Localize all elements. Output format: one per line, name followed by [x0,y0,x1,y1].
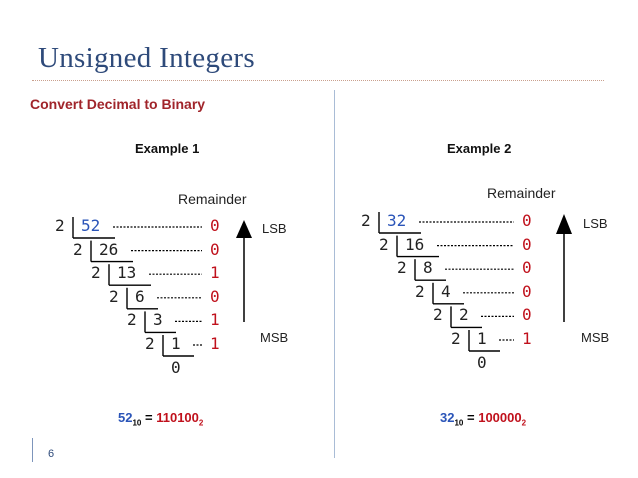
example1-divisor-4: 2 [127,310,137,330]
slide-title: Unsigned Integers [38,42,255,74]
example1-quotient-1: 26 [99,239,119,259]
footer-rule [32,438,33,462]
example2-remainder-2: 0 [522,258,532,278]
example2-remainder-label: Remainder [487,185,556,201]
example1-heading: Example 1 [135,141,200,156]
example2-remainder-1: 0 [522,234,532,254]
example1-divisor-5: 2 [145,334,155,353]
example1-remainder-1: 0 [210,239,220,259]
example2-arrow-head [556,214,572,234]
example2-divisor-0: 2 [361,211,371,230]
example1-result-equals: = [145,410,153,425]
example1-divisor-3: 2 [109,286,119,306]
example2-divisor-3: 2 [415,281,425,301]
example2-divisor-2: 2 [397,258,407,278]
example1-lsb-label: LSB [262,221,287,236]
example2-msb-label: MSB [581,330,610,345]
slide-subtitle: Convert Decimal to Binary [30,96,206,112]
example2-final-quotient: 0 [477,352,487,372]
example1-divisor-0: 2 [55,216,65,235]
example2-quotient-1: 16 [405,234,425,254]
example1-quotient-4: 3 [153,310,163,330]
example2-quotient-3: 4 [441,281,451,301]
example2-remainder-3: 0 [522,281,532,301]
example1-quotient-5: 1 [171,334,181,353]
example1-remainder-5: 1 [210,334,220,353]
example2-divisor-4: 2 [433,305,443,325]
example1-msb-label: MSB [260,330,289,345]
example2-remainder-5: 1 [522,329,532,348]
example2-lsb-label: LSB [583,216,608,231]
example2-quotient-0: 32 [387,211,407,230]
example1-arrow-head [236,220,252,238]
example2-remainder-4: 0 [522,305,532,325]
page-number: 6 [48,448,55,460]
example1-result-binary-base: 2 [198,418,204,428]
example1-result: 5210 = 1101002 [118,410,203,428]
example2-divisor-5: 2 [451,329,461,348]
example2-quotient-4: 2 [459,305,469,325]
example2-quotient-2: 8 [423,258,433,278]
example1-final-quotient: 0 [171,357,181,377]
example1-result-decimal-base: 10 [132,418,142,428]
example2-quotient-5: 1 [477,329,487,348]
example1-divisor-2: 2 [91,263,101,283]
example2-remainder-0: 0 [522,211,532,230]
example2-result-binary: 100000 [478,410,522,425]
example2-result-binary-base: 2 [521,418,527,428]
example2-result: 3210 = 1000002 [440,410,526,428]
example1-remainder-0: 0 [210,216,220,235]
example1-remainder-label: Remainder [178,191,247,207]
example1-divisor-1: 2 [73,239,83,259]
example1-quotient-0: 52 [81,216,101,235]
column-divider [334,90,335,458]
example1-quotient-3: 6 [135,286,145,306]
example1-remainder-2: 1 [210,263,220,283]
example2-result-decimal-base: 10 [454,418,464,428]
title-divider [32,80,604,81]
example1-quotient-2: 13 [117,263,137,283]
example2-result-equals: = [467,410,475,425]
example1-remainder-4: 1 [210,310,220,330]
example1-remainder-3: 0 [210,286,220,306]
example1-result-binary: 110100 [156,410,199,425]
example2-result-decimal: 32 [440,410,455,425]
example2-divisor-1: 2 [379,234,389,254]
example1-result-decimal: 52 [118,410,133,425]
example2-heading: Example 2 [447,141,512,156]
